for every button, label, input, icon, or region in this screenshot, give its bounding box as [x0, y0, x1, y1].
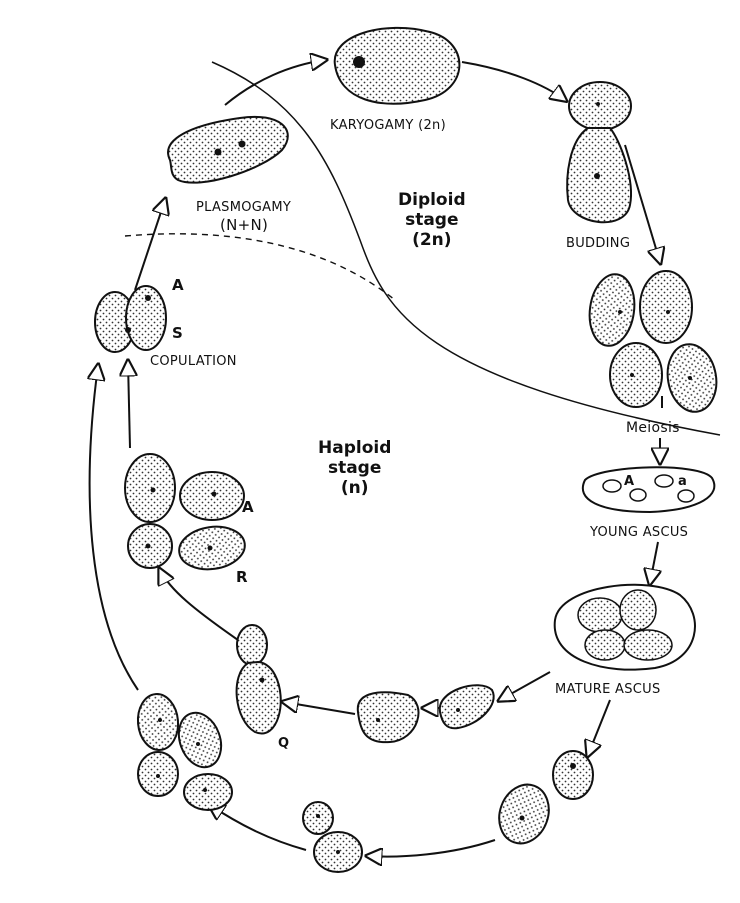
copulation-mating-type-a: A [172, 276, 184, 294]
haploid-stage-line-3: (n) [340, 478, 369, 498]
diploid-stage-line-1: Diploid [398, 190, 466, 210]
arrow-copulation-to-plasmogamy [134, 200, 165, 291]
arrow-budding-q-to-four-cells [160, 570, 239, 641]
plasmogamy-label: PLASMOGAMY [196, 200, 292, 215]
haploid-cell-middle [356, 691, 420, 744]
mature-ascus [553, 583, 696, 671]
diploid-stage-line-3: (2n) [412, 230, 452, 250]
spore-bottom-right [498, 783, 550, 845]
ascus-spore-b: a [678, 474, 687, 489]
budding-q-cell [235, 624, 282, 735]
diploid-stage-label: Diploid stage (2n) [398, 190, 466, 250]
copulation-label: COPULATION [150, 354, 237, 369]
arrow-bottom-return [368, 839, 496, 857]
plasmogamy-cell [167, 115, 289, 184]
haploid-spore-group [124, 453, 246, 571]
plasmogamy-dashed-line [124, 233, 396, 301]
arrow-plasmogamy-to-karyogamy [224, 60, 325, 106]
arrow-karyogamy-to-budding [461, 61, 565, 100]
haploid-stage-label: Haploid stage (n) [318, 438, 391, 498]
arrow-young-to-mature-ascus [650, 541, 658, 583]
arrow-bottom-to-tetrad [210, 805, 307, 851]
young-ascus-label: YOUNG ASCUS [590, 525, 689, 540]
young-ascus [581, 466, 716, 514]
lower-left-tetrad [136, 693, 233, 811]
haploid-stage-line-1: Haploid [318, 438, 392, 458]
mature-ascus-label: MATURE ASCUS [555, 682, 661, 697]
budding-label: BUDDING [566, 236, 631, 251]
arrow-mature-ascus-to-spore [500, 671, 551, 700]
budding-q-letter: Q [278, 736, 290, 751]
spore-mating-type-a: A [242, 498, 254, 516]
arrow-left-return-loop [90, 366, 139, 691]
budding-cell [566, 81, 632, 224]
spore-mating-type-r: R [236, 568, 248, 586]
copulation-mating-type-s: S [172, 324, 183, 342]
meiosis-label: Meiosis [626, 420, 680, 436]
haploid-stage-line-2: stage [327, 458, 382, 478]
diploid-stage-line-2: stage [405, 210, 459, 230]
arrow-mature-ascus-down [588, 699, 611, 755]
arrow-four-cells-to-copulation [128, 362, 130, 449]
diploid-boundary-curve [211, 61, 721, 436]
karyogamy-cell [333, 26, 461, 105]
karyogamy-label: KARYOGAMY (2n) [330, 118, 446, 133]
arrow-budding-to-meiosis [624, 144, 660, 262]
ascus-spore-a: A [624, 474, 635, 489]
diploid-tetrad [588, 270, 718, 413]
plasmogamy-formula: (N+N) [220, 216, 269, 234]
released-spore [438, 684, 495, 730]
spore-right-lower [552, 750, 594, 800]
copulation-cells [94, 285, 167, 353]
arrow-cell-to-budding-q [284, 702, 356, 715]
bottom-budding-pair [302, 801, 363, 873]
